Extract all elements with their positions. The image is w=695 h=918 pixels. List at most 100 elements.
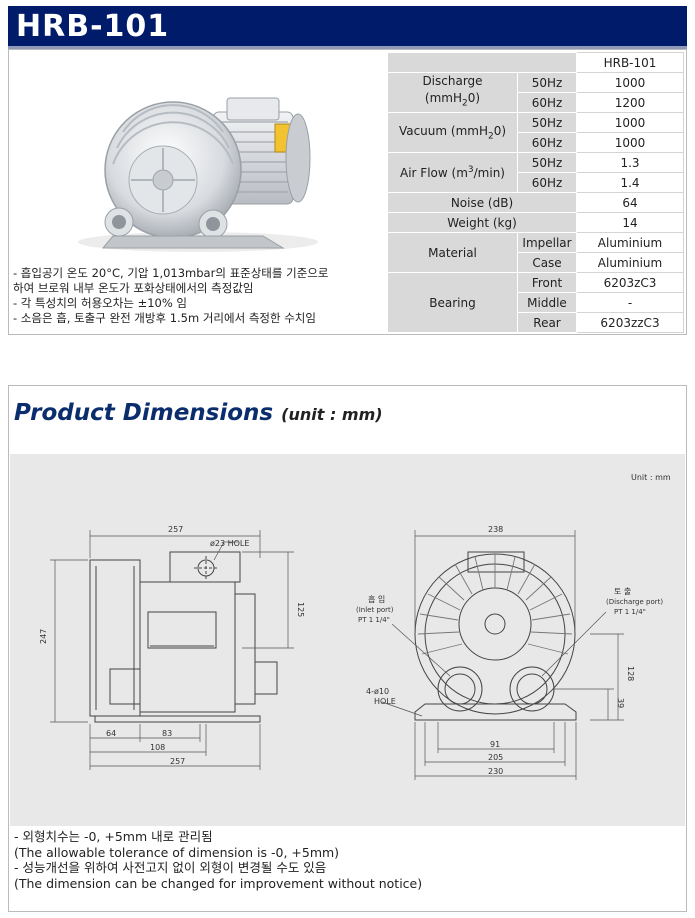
hz-50: 50Hz (517, 71, 577, 94)
vacuum-label-a: Vacuum (mmH (398, 124, 488, 139)
table-row: Case Aluminium (388, 252, 684, 274)
middle-value: - (576, 292, 684, 314)
weight-value: 14 (576, 212, 684, 234)
side-dimension-labels: 257 ø23 HOLE 125 247 64 83 108 257 (39, 525, 305, 766)
vacuum-label-b: 0) (493, 124, 507, 139)
side-dimension-lines (50, 530, 294, 770)
dim-108: 108 (150, 743, 165, 752)
front-value: 6203zC3 (576, 272, 684, 294)
dim-39: 39 (616, 698, 625, 708)
table-row: Material Impellar Aluminium (387, 232, 684, 274)
table-row: Vacuum (mmH20) 50Hz 1000 (387, 112, 684, 154)
note-line: - 외형치수는 -0, +5mm 내로 관리됨 (14, 829, 213, 844)
hz-50: 50Hz (517, 152, 577, 174)
dimensions-heading-text: Product Dimensions (14, 400, 274, 426)
hz-60: 60Hz (517, 92, 577, 114)
hz-60: 60Hz (517, 172, 577, 194)
middle-label: Middle (517, 292, 577, 314)
product-photo (13, 52, 385, 262)
airflow-label-a: Air Flow (m (400, 166, 468, 181)
rear-label: Rear (517, 312, 577, 334)
hz-60: 60Hz (517, 132, 577, 154)
discharge-unit-sub: 2 (462, 98, 468, 109)
impellar-value: Aluminium (576, 232, 684, 254)
dim-125: 125 (296, 602, 305, 617)
case-label: Case (517, 252, 577, 274)
notes-bottom: - 외형치수는 -0, +5mm 내로 관리됨 (The allowable t… (14, 829, 422, 891)
impellar-label: Impellar (517, 232, 577, 254)
table-row: Bearing Front 6203zC3 (387, 272, 684, 334)
dim-257-top: 257 (168, 525, 183, 534)
outlet-en: (Discharge port) (606, 598, 663, 606)
dim-257-bottom: 257 (170, 757, 185, 766)
table-row: Discharge (mmH20) 50Hz 1000 (387, 71, 684, 114)
inlet-kr: 흡 입 (368, 594, 385, 604)
table-corner (387, 52, 577, 73)
discharge-label-text: Discharge (422, 74, 483, 88)
table-row: 60Hz 1.4 (388, 172, 684, 194)
note-line: 하여 브로워 내부 온도가 포화상태에서의 측정값임 (13, 281, 254, 295)
vacuum-50: 1000 (576, 112, 684, 134)
dim-holes-label: HOLE (374, 697, 396, 706)
outlet-kr: 토 출 (614, 586, 631, 596)
model-header: HRB-101 (576, 52, 684, 73)
discharge-unit-a: (mmH (424, 91, 463, 105)
note-line: (The allowable tolerance of dimension is… (14, 844, 340, 860)
table-row: HRB-101 (387, 52, 684, 73)
dimensions-unit: (unit : mm) (281, 405, 383, 424)
table-row: Air Flow (m3/min) 50Hz 1.3 (387, 152, 684, 194)
unit-label: Unit : mm (631, 473, 671, 482)
airflow-label-b: /min) (473, 166, 505, 181)
hz-50: 50Hz (517, 112, 577, 134)
airflow-label: Air Flow (m3/min) (387, 152, 518, 194)
note-line: - 성능개선을 위하여 사전고지 없이 외형이 변경될 수도 있음 (14, 860, 327, 875)
spec-table: HRB-101 Discharge (mmH20) 50Hz 1000 60Hz… (387, 52, 684, 334)
inlet-size: PT 1 1/4" (358, 616, 390, 624)
dim-83: 83 (162, 729, 172, 738)
note-line: (The dimension can be changed for improv… (14, 875, 423, 891)
airflow-60: 1.4 (576, 172, 684, 194)
front-fins (417, 554, 573, 655)
dim-64: 64 (106, 729, 116, 738)
table-row: Weight (kg) 14 (387, 212, 684, 234)
vacuum-label: Vacuum (mmH20) (387, 112, 518, 154)
discharge-unit-b: 0) (467, 91, 481, 105)
material-label: Material (387, 232, 518, 274)
title-bar: HRB-101 (8, 6, 687, 49)
front-dimension-lines (381, 530, 624, 780)
front-dimension-labels: 238 흡 입 (Inlet port) PT 1 1/4" 토 출 (Disc… (356, 525, 663, 776)
dim-247: 247 (39, 629, 48, 644)
notes-top: - 흡입공기 온도 20°C, 기압 1,013mbar의 표준상태를 기준으로… (13, 266, 387, 326)
dim-91: 91 (490, 740, 500, 749)
dim-238: 238 (488, 525, 503, 534)
dimensions-section: Product Dimensions (unit : mm) Unit : mm (8, 385, 687, 912)
table-row: Middle - (388, 292, 684, 314)
dim-230: 230 (488, 767, 503, 776)
dimension-drawing: Unit : mm (10, 454, 685, 826)
dimensions-heading: Product Dimensions (unit : mm) (14, 400, 383, 426)
discharge-50: 1000 (576, 71, 684, 94)
case-value: Aluminium (576, 252, 684, 274)
discharge-60: 1200 (576, 92, 684, 114)
dim-holes: 4-ø10 (366, 687, 389, 696)
note-line: - 소음은 흡, 토출구 완전 개방후 1.5m 거리에서 측정한 수치임 (13, 311, 316, 325)
dim-205: 205 (488, 753, 503, 762)
noise-value: 64 (576, 192, 684, 214)
discharge-label: Discharge (mmH20) (387, 71, 518, 114)
table-row: Rear 6203zzC3 (388, 312, 684, 334)
bearing-label: Bearing (387, 272, 518, 334)
dim-128: 128 (626, 666, 635, 681)
note-line: - 흡입공기 온도 20°C, 기압 1,013mbar의 표준상태를 기준으로 (13, 266, 329, 280)
rear-value: 6203zzC3 (576, 312, 684, 334)
table-row: 60Hz 1200 (388, 92, 684, 114)
vacuum-60: 1000 (576, 132, 684, 154)
note-line: - 각 특성치의 허용오차는 ±10% 임 (13, 296, 188, 310)
airflow-label-sup: 3 (467, 165, 474, 176)
vacuum-label-sub: 2 (487, 131, 494, 142)
front-label: Front (517, 272, 577, 294)
table-row: Noise (dB) 64 (387, 192, 684, 214)
airflow-50: 1.3 (576, 152, 684, 174)
inlet-en: (Inlet port) (356, 606, 394, 614)
outlet-size: PT 1 1/4" (614, 608, 646, 616)
dim-hole: ø23 HOLE (210, 539, 249, 548)
